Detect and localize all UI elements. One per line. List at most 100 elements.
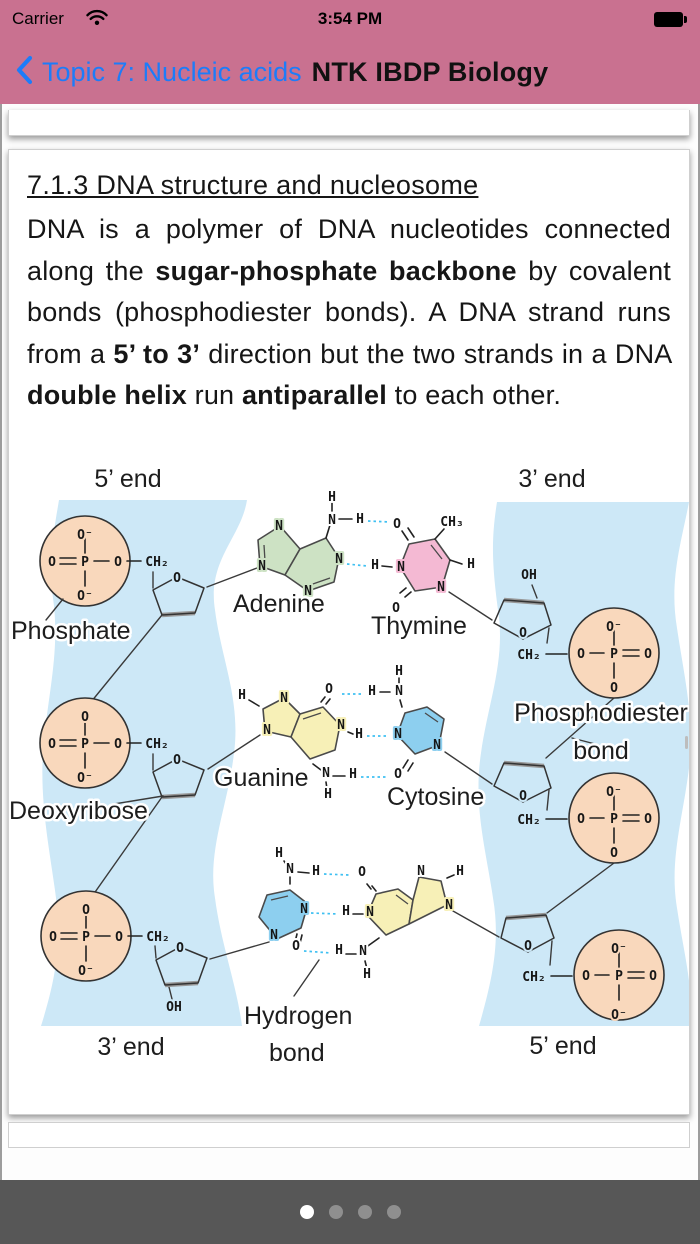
base-bonds [248,502,463,970]
backbone-bonds [90,567,615,1000]
svg-text:O: O [173,571,181,586]
svg-text:O: O [644,812,652,827]
svg-text:H: H [356,512,364,527]
three-end-top-label: 3’ end [518,465,585,493]
svg-text:P: P [81,555,89,570]
svg-text:O: O [610,681,618,696]
carrier-label: Carrier [12,9,64,28]
svg-text:O: O [582,969,590,984]
svg-text:O: O [394,767,402,782]
svg-text:O⁻: O⁻ [606,620,622,635]
label-pointer-lines [45,598,600,997]
wifi-icon [86,9,108,31]
svg-text:OH: OH [521,568,537,583]
svg-text:O⁻: O⁻ [77,589,93,604]
svg-text:O: O [577,812,585,827]
svg-text:CH₂: CH₂ [145,555,168,570]
page-dot-1[interactable] [299,1205,314,1219]
back-button-label: Topic 7: Nucleic acids [42,56,302,87]
svg-text:H: H [349,767,357,782]
page-dot-2[interactable] [328,1205,343,1219]
content-scroll-area[interactable]: 7.1.3 DNA structure and nucleosome DNA i… [0,104,700,1180]
lesson-paragraph: DNA is a polymer of DNA nucleotides conn… [27,214,671,410]
svg-text:H: H [328,490,336,505]
svg-text:P: P [615,969,623,984]
svg-text:P: P [82,930,90,945]
svg-text:H: H [467,557,475,572]
svg-text:O: O [114,737,122,752]
svg-text:H: H [456,864,464,879]
lesson-heading: 7.1.3 DNA structure and nucleosome [27,170,479,200]
svg-text:O: O [649,969,657,984]
svg-text:O: O [292,939,300,954]
nitrogenous-bases [257,525,451,940]
diagram-name-labels: 5’ end 3’ end Phosphate Adenine Thymine … [9,463,689,1070]
five-end-bottom-label: 5’ end [529,1032,596,1060]
hydrogen-bond-label-line2: bond [269,1039,325,1067]
svg-text:H: H [368,684,376,699]
svg-text:O: O [48,737,56,752]
thymine-label: Thymine [371,612,467,640]
scroll-indicator [685,736,688,749]
svg-text:O: O [392,601,400,616]
svg-text:N: N [397,560,405,575]
svg-text:P: P [610,812,618,827]
svg-text:H: H [371,558,379,573]
svg-text:O⁻: O⁻ [606,785,622,800]
status-bar: Carrier 3:54 PM [0,0,700,40]
svg-text:CH₂: CH₂ [522,970,545,985]
svg-text:O: O [519,626,527,641]
svg-text:N: N [335,552,343,567]
svg-text:O: O [81,710,89,725]
phosphodiester-bond-label-line1: Phosphodiester [514,699,688,727]
svg-text:CH₂: CH₂ [517,813,540,828]
svg-text:P: P [81,737,89,752]
svg-text:N: N [433,738,441,753]
svg-text:CH₂: CH₂ [517,648,540,663]
svg-text:N: N [275,519,283,534]
five-end-top-label: 5’ end [94,465,161,493]
svg-text:CH₃: CH₃ [440,515,463,530]
clock: 3:54 PM [317,9,383,28]
svg-text:N: N [417,864,425,879]
svg-text:O⁻: O⁻ [611,942,627,957]
deoxyribose-sugars [152,576,555,988]
back-button[interactable]: Topic 7: Nucleic acids [14,55,302,90]
phosphate-label: Phosphate [11,617,131,645]
phosphate-circles [39,515,665,1021]
svg-text:N: N [263,723,271,738]
svg-text:N: N [270,928,278,943]
deoxyribose-label: Deoxyribose [9,797,148,825]
hydrogen-bond-label-line1: Hydrogen [244,1002,352,1030]
cytosine-label: Cytosine [387,783,484,811]
svg-text:N: N [304,584,312,599]
svg-text:O: O [82,903,90,918]
svg-text:N: N [258,559,266,574]
page-dot-4[interactable] [386,1205,401,1219]
svg-text:O: O [48,555,56,570]
top-bar: Carrier 3:54 PM Topic 7: Nucleic acids N… [0,0,700,104]
svg-text:O: O [115,930,123,945]
svg-text:H: H [363,967,371,982]
svg-text:N: N [337,718,345,733]
page-dot-3[interactable] [357,1205,372,1219]
hydrogen-bonds [303,520,391,954]
adenine-label: Adenine [233,590,325,618]
svg-text:N: N [286,862,294,877]
svg-text:H: H [275,846,283,861]
svg-text:N: N [328,513,336,528]
guanine-label: Guanine [214,764,309,792]
svg-text:N: N [300,902,308,917]
svg-text:H: H [355,727,363,742]
svg-text:O: O [644,647,652,662]
svg-text:O: O [519,789,527,804]
svg-text:CH₂: CH₂ [145,737,168,752]
svg-text:O: O [358,865,366,880]
navigation-bar: Topic 7: Nucleic acids NTK IBDP Biology [0,40,700,104]
svg-text:N: N [280,691,288,706]
svg-text:O: O [610,846,618,861]
svg-text:O: O [524,939,532,954]
svg-text:H: H [324,787,332,802]
svg-text:O⁻: O⁻ [77,528,93,543]
next-card-edge [8,1122,690,1148]
